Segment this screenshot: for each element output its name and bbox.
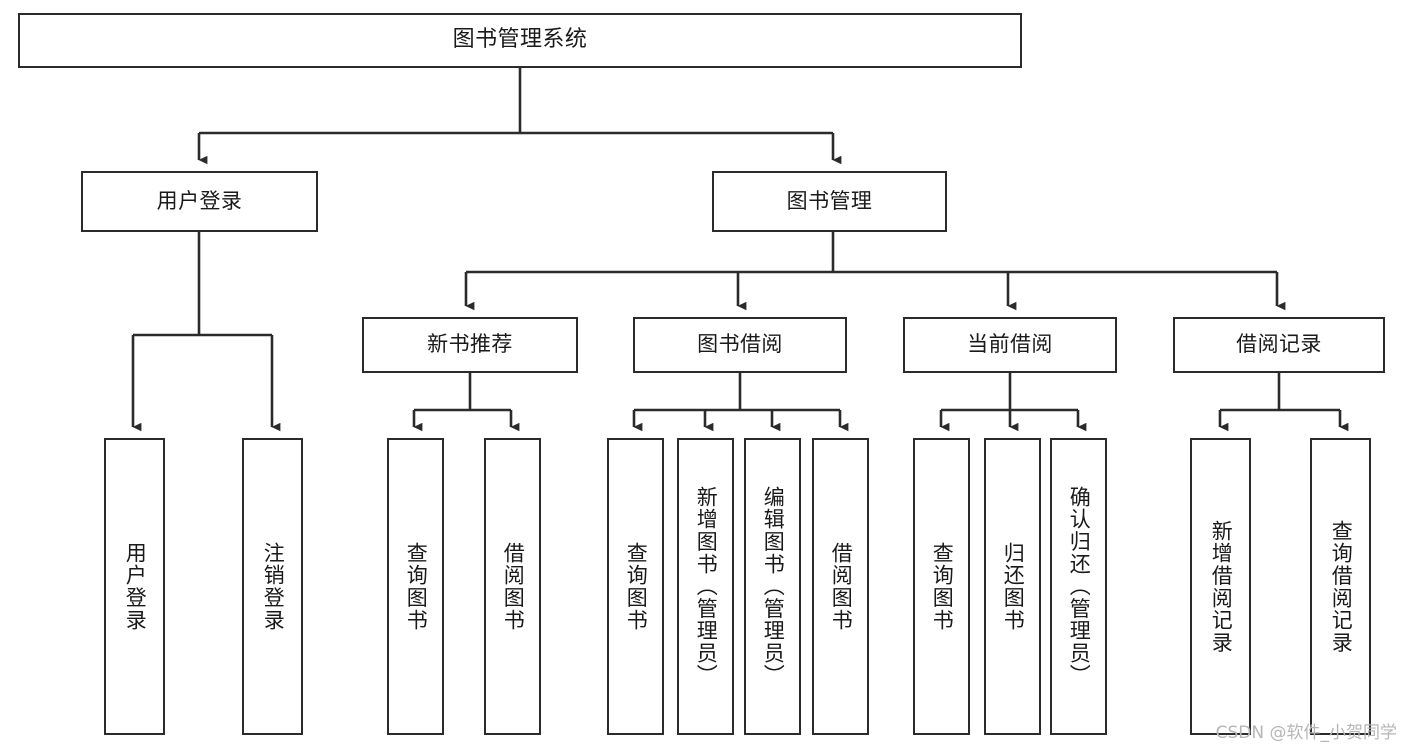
node-level3-current-borrow-label: 当前借阅: [967, 332, 1053, 357]
leaf-node-logout[interactable]: 注销登录: [242, 438, 303, 735]
node-level3-current-borrow[interactable]: 当前借阅: [903, 317, 1117, 373]
leaf-node-borrow-book-label: 借阅图书: [829, 541, 854, 632]
node-root[interactable]: 图书管理系统: [18, 13, 1022, 68]
node-level2-user-login[interactable]: 用户登录: [81, 171, 318, 232]
leaf-node-borrow-book-recommend[interactable]: 借阅图书: [484, 438, 541, 735]
node-level3-new-book-recommend-label: 新书推荐: [427, 332, 513, 357]
leaf-node-confirm-return-admin-label: 确认归还（管理员）: [1067, 486, 1092, 687]
leaf-node-return-book-label: 归还图书: [1001, 541, 1026, 632]
leaf-node-user-login-label: 用户登录: [123, 541, 148, 632]
leaf-node-add-book-admin[interactable]: 新增图书（管理员）: [677, 438, 734, 735]
leaf-node-borrow-book[interactable]: 借阅图书: [812, 438, 869, 735]
leaf-node-borrow-book-recommend-label: 借阅图书: [501, 541, 526, 632]
leaf-node-query-borrow-record-label: 查询借阅记录: [1329, 519, 1354, 654]
leaf-node-edit-book-admin[interactable]: 编辑图书（管理员）: [744, 438, 801, 735]
leaf-node-query-book-recommend[interactable]: 查询图书: [387, 438, 444, 735]
leaf-node-add-book-admin-label: 新增图书（管理员）: [694, 486, 719, 687]
node-level2-book-management-label: 图书管理: [786, 188, 873, 213]
leaf-node-query-book-borrow[interactable]: 查询图书: [607, 438, 664, 735]
leaf-node-add-borrow-record[interactable]: 新增借阅记录: [1190, 438, 1251, 735]
leaf-node-logout-label: 注销登录: [261, 541, 286, 632]
leaf-node-edit-book-admin-label: 编辑图书（管理员）: [761, 486, 786, 687]
leaf-node-query-book-current[interactable]: 查询图书: [913, 438, 970, 735]
leaf-node-query-book-borrow-label: 查询图书: [624, 541, 649, 632]
node-level2-book-management[interactable]: 图书管理: [712, 171, 947, 232]
leaf-node-query-book-recommend-label: 查询图书: [404, 541, 429, 632]
node-level3-borrow-record[interactable]: 借阅记录: [1173, 317, 1385, 373]
node-level3-borrow-record-label: 借阅记录: [1236, 332, 1322, 357]
csdn-watermark: CSDN @软件_小贺同学: [1215, 723, 1397, 743]
leaf-node-add-borrow-record-label: 新增借阅记录: [1209, 519, 1234, 654]
node-level3-book-borrow-label: 图书借阅: [697, 332, 783, 357]
node-level3-new-book-recommend[interactable]: 新书推荐: [362, 317, 578, 373]
node-level3-book-borrow[interactable]: 图书借阅: [633, 317, 847, 373]
node-level2-user-login-label: 用户登录: [156, 188, 243, 213]
leaf-node-return-book[interactable]: 归还图书: [984, 438, 1041, 735]
node-root-label: 图书管理系统: [452, 27, 588, 53]
leaf-node-user-login[interactable]: 用户登录: [104, 438, 165, 735]
leaf-node-query-borrow-record[interactable]: 查询借阅记录: [1310, 438, 1371, 735]
leaf-node-query-book-current-label: 查询图书: [930, 541, 955, 632]
leaf-node-confirm-return-admin[interactable]: 确认归还（管理员）: [1050, 438, 1107, 735]
